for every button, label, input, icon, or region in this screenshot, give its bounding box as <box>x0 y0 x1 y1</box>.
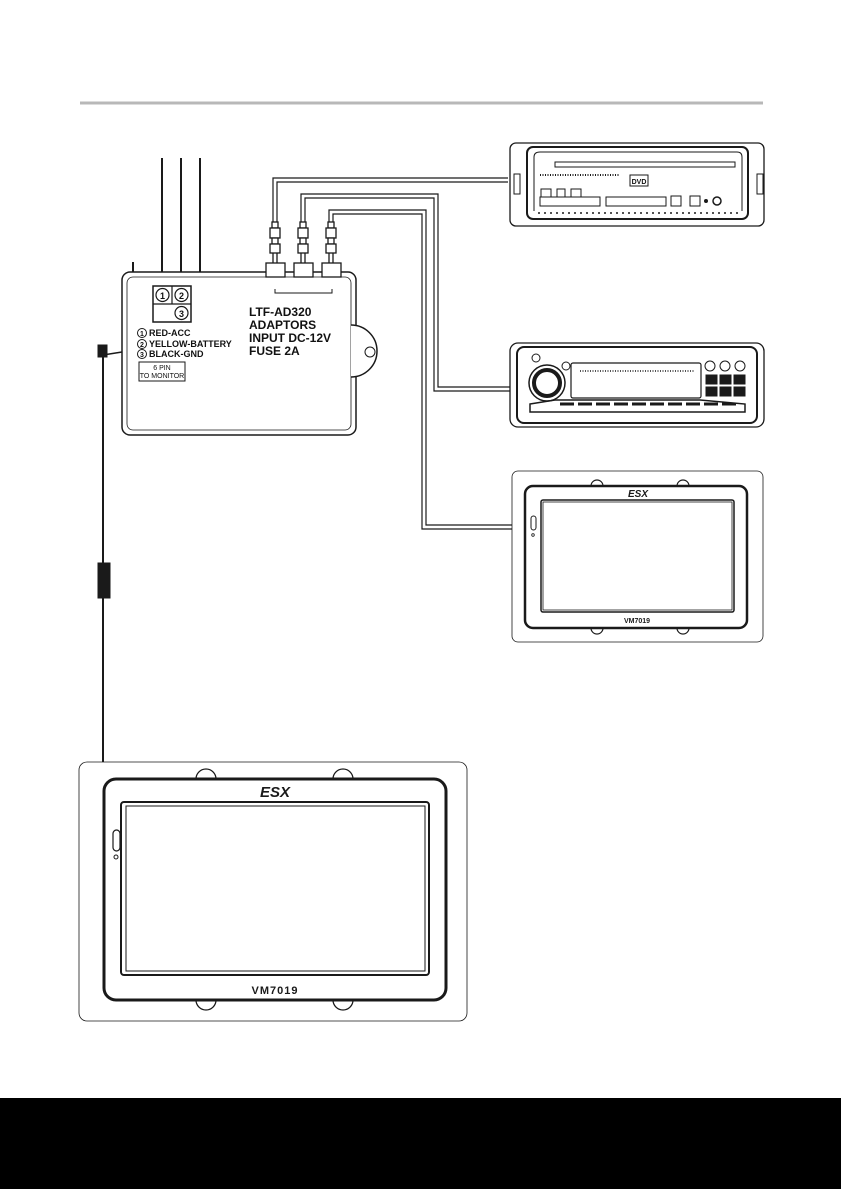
adapter-model: LTF-AD320 <box>249 305 312 319</box>
rca-plugs <box>270 222 336 263</box>
large-monitor: ESX VM7019 <box>79 762 467 1021</box>
small-monitor: ESX VM7019 <box>512 471 763 642</box>
terminal-num-2: 2 <box>179 291 184 301</box>
monitor-cable <box>98 345 122 763</box>
adapter-input: INPUT DC-12V <box>249 331 331 345</box>
legend-num-2: 2 <box>140 342 144 349</box>
large-monitor-model: VM7019 <box>252 985 299 997</box>
legend-num-3: 3 <box>140 352 144 359</box>
small-monitor-brand: ESX <box>628 489 649 500</box>
small-monitor-model: VM7019 <box>624 618 650 625</box>
legend-red-acc: RED-ACC <box>149 328 191 338</box>
adapter-type: ADAPTORS <box>249 318 316 332</box>
connector-label-line2: TO MONITOR <box>140 373 184 380</box>
footer-bar <box>0 1098 841 1189</box>
connector-label-line1: 6 PIN <box>153 365 171 372</box>
legend-num-1: 1 <box>140 331 144 338</box>
terminal-num-3: 3 <box>179 309 184 319</box>
large-monitor-brand: ESX <box>260 784 291 801</box>
terminal-num-1: 1 <box>160 291 165 301</box>
dvd-badge: DVD <box>632 179 647 186</box>
dvd-player: DVD <box>510 143 764 226</box>
legend-yellow-battery: YELLOW-BATTERY <box>149 339 232 349</box>
adapter-box: 1 2 3 LTF-AD320 ADAPTORS INPUT DC-12V FU… <box>122 263 377 435</box>
radio-head-unit <box>510 343 764 427</box>
legend-black-gnd: BLACK-GND <box>149 349 204 359</box>
adapter-fuse: FUSE 2A <box>249 344 300 358</box>
